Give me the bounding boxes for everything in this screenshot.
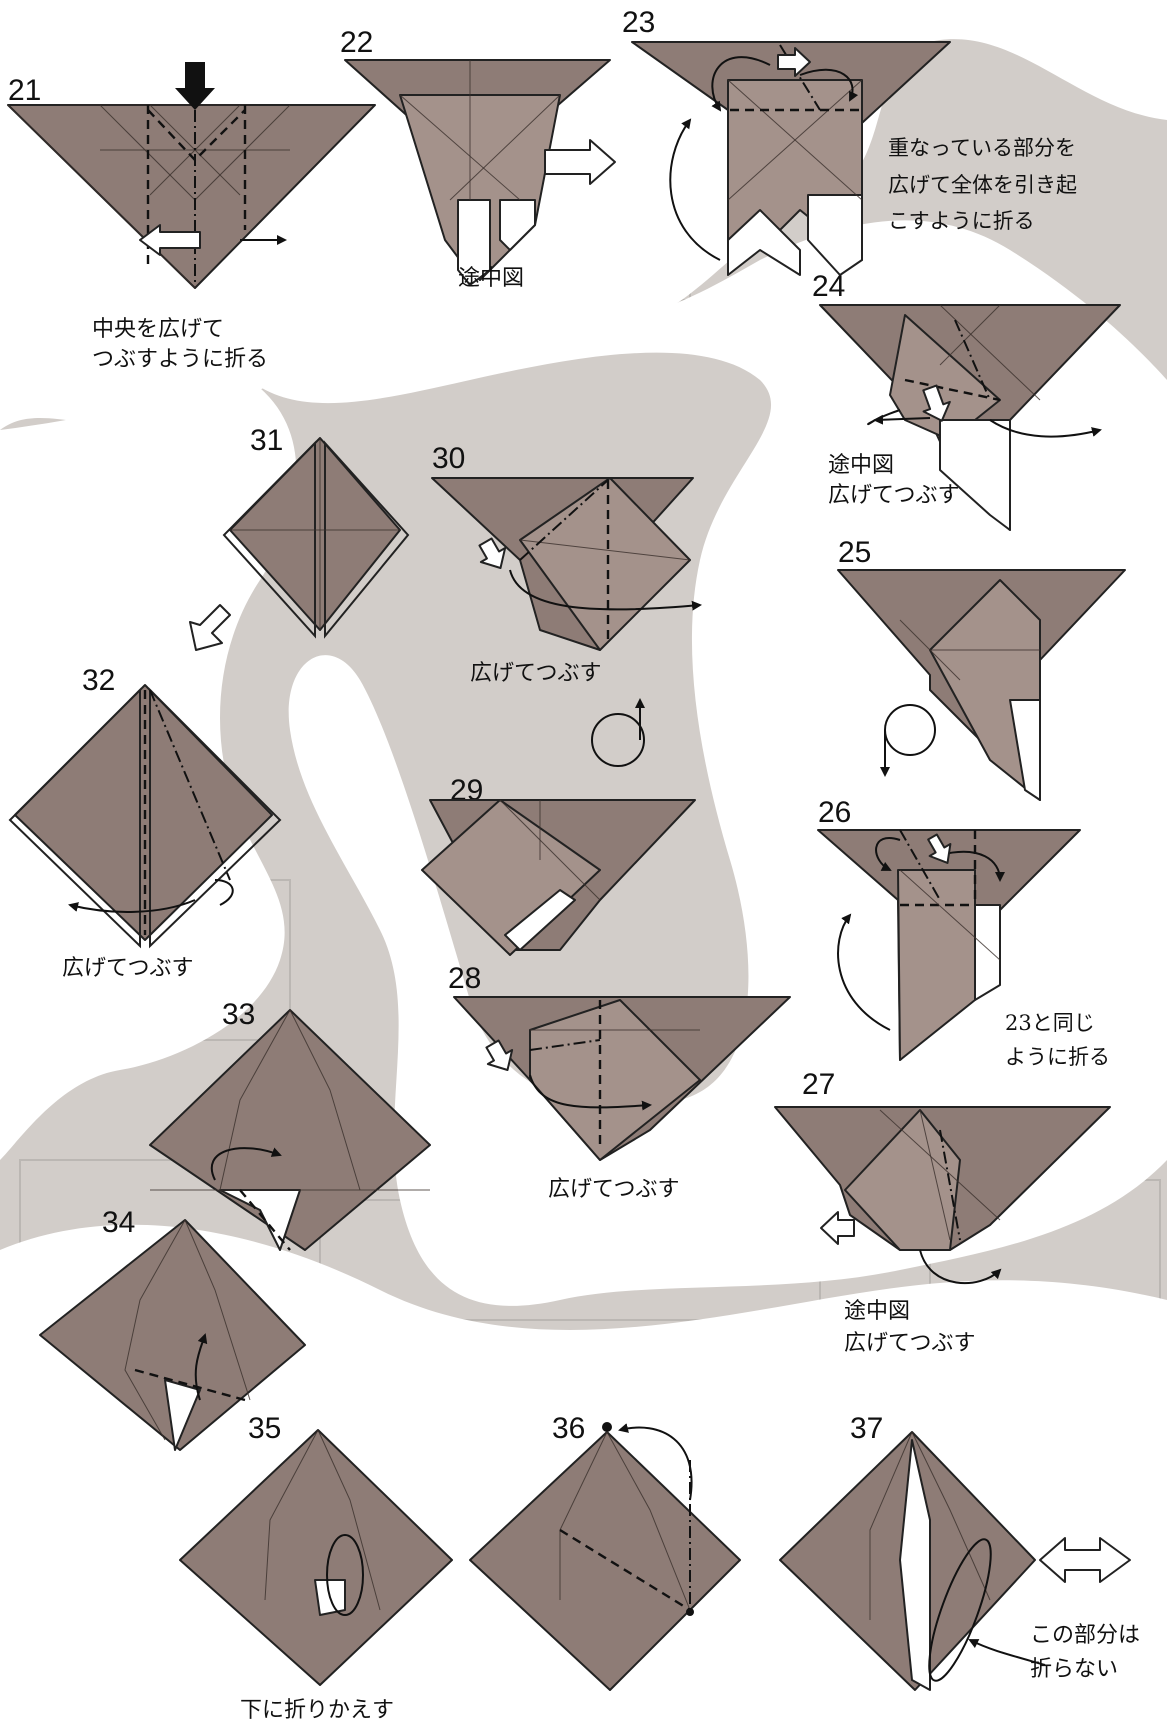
step-23-number: 23 (622, 6, 655, 39)
step-26-caption-line2: ように折る (1005, 1045, 1110, 1069)
step-34-number: 34 (102, 1206, 135, 1239)
step-35-caption: 下に折りかえす (240, 1698, 394, 1723)
step-31-number: 31 (250, 424, 283, 457)
step-21-caption-line2: つぶすように折る (92, 347, 268, 372)
step-32-caption: 広げてつぶす (62, 956, 194, 981)
step-25-number: 25 (838, 536, 871, 569)
step-21-caption-line1: 中央を広げて (92, 317, 224, 342)
step-27-caption-line2: 広げてつぶす (844, 1331, 976, 1356)
step-24-caption-line1: 途中図 (828, 453, 894, 478)
step-37-number: 37 (850, 1412, 883, 1445)
step-32-number: 32 (82, 664, 115, 697)
step-26-number: 26 (818, 796, 851, 829)
step-24-number: 24 (812, 270, 845, 303)
step-23-caption-line2: 広げて全体を引き起 (888, 173, 1077, 197)
step-28-caption: 広げてつぶす (548, 1177, 680, 1202)
step-22-number: 22 (340, 26, 373, 59)
step-28-number: 28 (448, 962, 481, 995)
step-33-number: 33 (222, 998, 255, 1031)
step-37-caption-line2: 折らない (1030, 1657, 1118, 1682)
step-36-number: 36 (552, 1412, 585, 1445)
step-23-caption-line1: 重なっている部分を (888, 136, 1076, 160)
step-24-caption-line2: 広げてつぶす (828, 483, 960, 508)
step-21-number: 21 (8, 74, 41, 107)
step-23-caption-line3: こすように折る (888, 209, 1035, 233)
step-26-caption-line1: 23と同じ (1005, 1011, 1095, 1035)
step-22-caption: 途中図 (458, 266, 524, 291)
step-27-number: 27 (802, 1068, 835, 1101)
step-30-caption: 広げてつぶす (470, 661, 602, 686)
step-35-number: 35 (248, 1412, 281, 1445)
step-37-caption-line1: この部分は (1030, 1623, 1140, 1648)
step-29: 29 (422, 700, 695, 955)
step-30-number: 30 (432, 442, 465, 475)
step-27-caption-line1: 途中図 (844, 1299, 910, 1324)
step-30: 30 広げてつぶす (432, 442, 700, 686)
